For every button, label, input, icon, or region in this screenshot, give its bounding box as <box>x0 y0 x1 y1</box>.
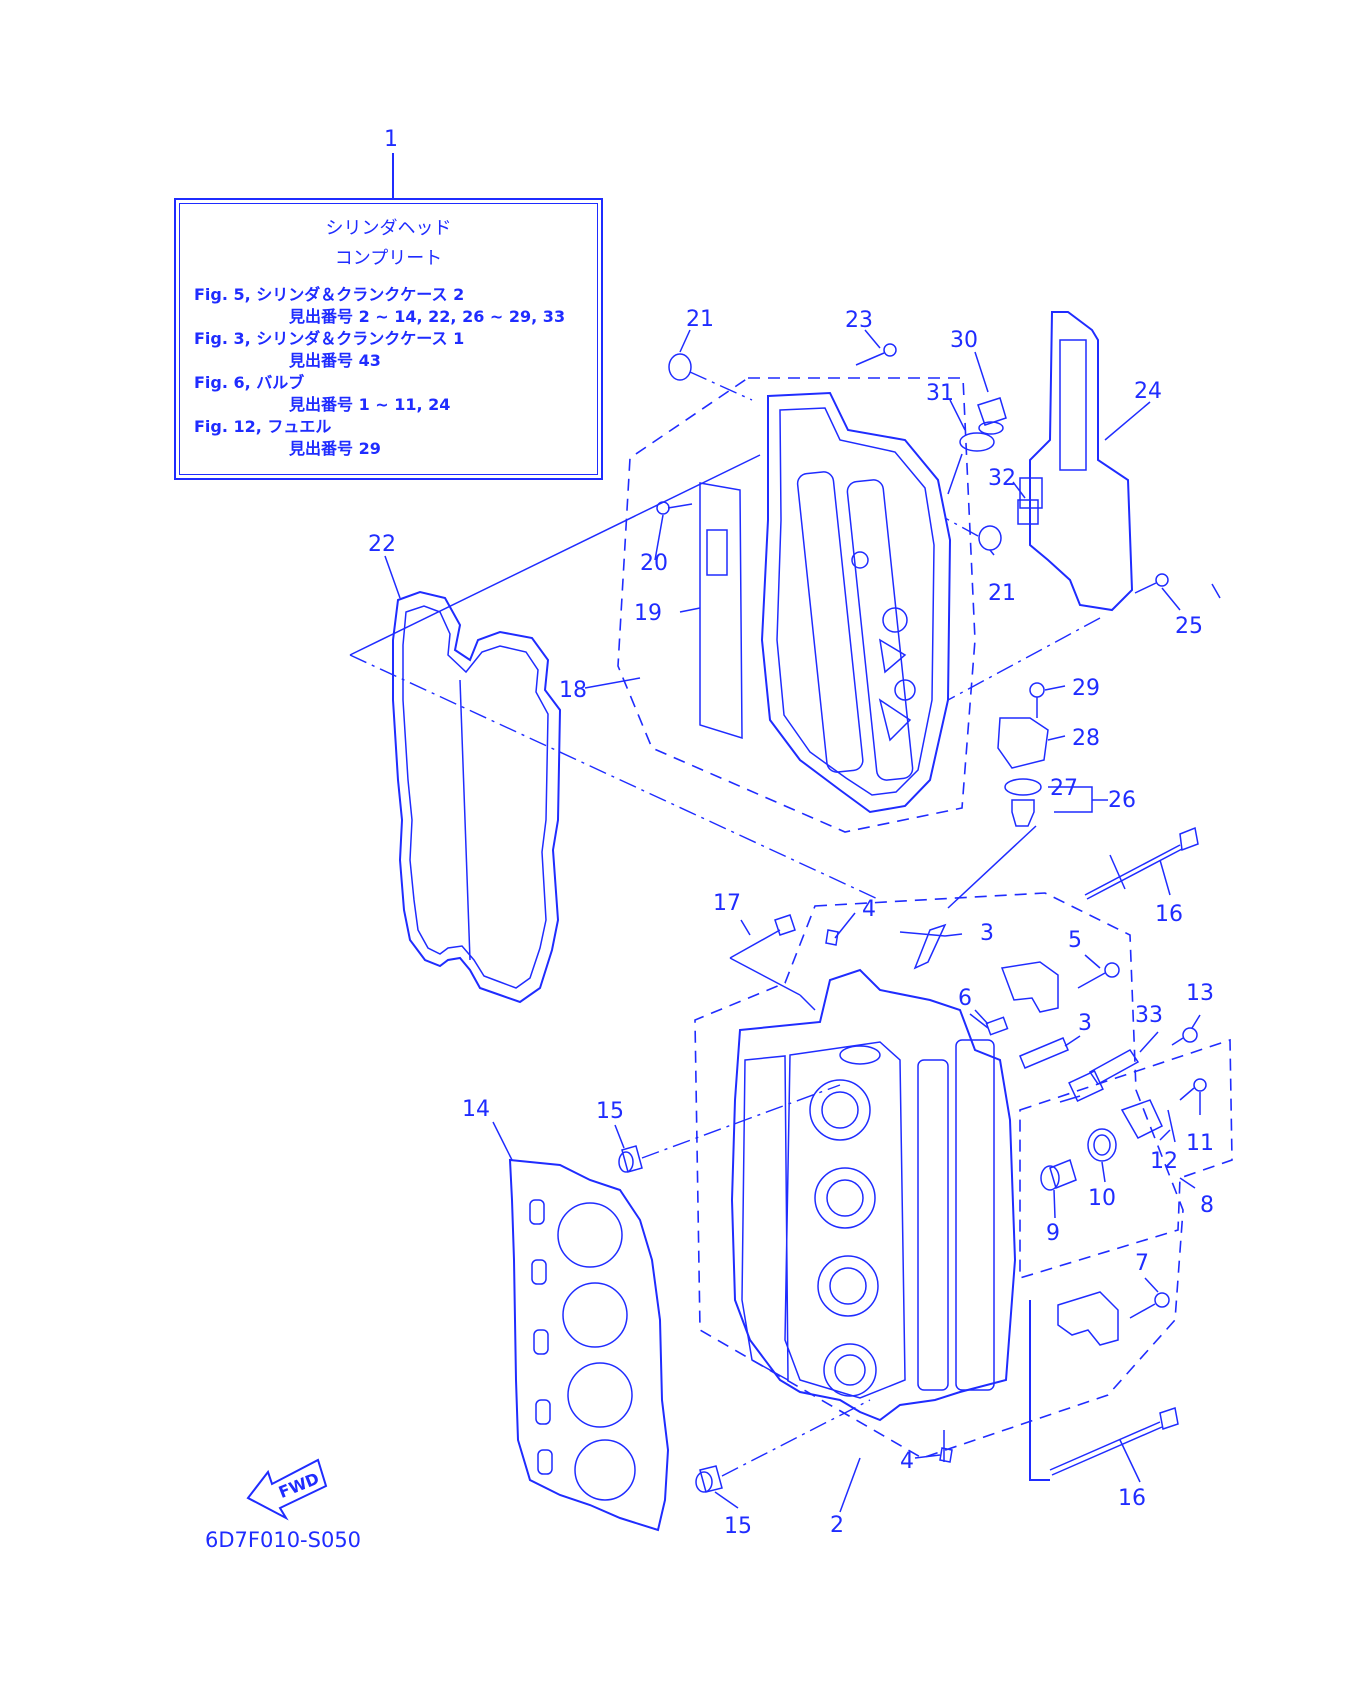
callout-24: 24 <box>1134 379 1162 404</box>
info-box-title-line1: シリンダヘッド <box>325 218 452 239</box>
nut-4-bottom <box>939 1430 953 1463</box>
callout-21: 21 <box>988 581 1016 606</box>
dowel-15-upper <box>618 1084 841 1173</box>
callout-16: 16 <box>1155 902 1183 927</box>
callout-3: 3 <box>980 921 994 946</box>
callout-15: 15 <box>596 1099 624 1124</box>
grommet-21-right <box>944 517 1002 551</box>
ref-fig: Fig. 3, シリンダ＆クランクケース 1 <box>194 329 465 348</box>
ref-items: 見出番号 29 <box>289 439 381 458</box>
cylinder-head <box>730 968 1017 1422</box>
sensor-9 <box>1040 1158 1077 1191</box>
callout-17: 17 <box>713 891 741 916</box>
callout-4: 4 <box>900 1449 914 1474</box>
callout-8: 8 <box>1200 1193 1214 1218</box>
long-bolt-16-top <box>1084 826 1199 900</box>
cover-plate <box>699 482 743 740</box>
alignment-line <box>947 617 1101 701</box>
bolt-23 <box>855 343 897 366</box>
callout-labels: 1 2 3 3 4 4 5 6 7 8 9 10 11 12 13 14 15 … <box>368 127 1214 1539</box>
grommet-10 <box>1087 1128 1117 1162</box>
ref-fig: Fig. 5, シリンダ＆クランクケース 2 <box>194 285 465 304</box>
callout-6: 6 <box>958 986 972 1011</box>
bracket-32 <box>1017 499 1039 525</box>
bracket-clamp-upper <box>1000 961 1059 1013</box>
callout-12: 12 <box>1150 1149 1178 1174</box>
callout-22: 22 <box>368 532 396 557</box>
bolt-17 <box>729 914 816 1011</box>
sensor-group-8-outline <box>1019 1038 1233 1280</box>
bolt-5 <box>1077 962 1120 989</box>
callout-11: 11 <box>1186 1131 1214 1156</box>
callout-10: 10 <box>1088 1186 1116 1211</box>
ref-items: 見出番号 43 <box>289 351 381 370</box>
callout-16: 16 <box>1118 1486 1146 1511</box>
info-box-title-line2: コンプリート <box>334 248 443 269</box>
nut-4-top <box>825 912 856 946</box>
callout-26: 26 <box>1108 788 1136 813</box>
bracket-clamp-lower <box>1057 1291 1119 1346</box>
bolt-25 <box>1134 573 1169 594</box>
callout-21: 21 <box>686 307 714 332</box>
callout-3: 3 <box>1078 1011 1092 1036</box>
pin-6 <box>969 1013 1009 1036</box>
fwd-arrow-icon: FWD <box>246 1458 328 1521</box>
callout-2: 2 <box>830 1513 844 1538</box>
ref-items: 見出番号 1 ~ 11, 24 <box>289 395 451 414</box>
drawing-code: 6D7F010-S050 <box>205 1528 362 1552</box>
reference-info-box: シリンダヘッド コンプリート Fig. 5, シリンダ＆クランクケース 2 見出… <box>174 198 603 480</box>
spark-plug-33 <box>1059 1049 1140 1103</box>
alignment-line <box>349 454 761 656</box>
callout-32: 32 <box>988 466 1016 491</box>
callout-19: 19 <box>634 601 662 626</box>
callout-27: 27 <box>1050 776 1078 801</box>
callout-23: 23 <box>845 308 873 333</box>
head-cover-gasket-22 <box>392 590 562 1004</box>
callout-5: 5 <box>1068 928 1082 953</box>
callout-28: 28 <box>1072 726 1100 751</box>
side-cover-24 <box>1019 311 1134 612</box>
cylinder-head-assembly-outline <box>694 892 1184 1459</box>
callout-30: 30 <box>950 328 978 353</box>
ref-fig: Fig. 12, フュエル <box>194 417 332 436</box>
o-ring-31 <box>947 432 995 495</box>
bolt-13 <box>1171 1027 1198 1046</box>
alignment-line <box>349 654 881 901</box>
bolt-20 <box>656 501 693 515</box>
callout-25: 25 <box>1175 614 1203 639</box>
bolt-7 <box>1129 1292 1170 1319</box>
dowel-15-lower <box>695 1399 871 1493</box>
callout-29: 29 <box>1072 676 1100 701</box>
cover-assembly-outline <box>617 377 976 833</box>
head-gasket-14 <box>508 1158 670 1532</box>
callout-13: 13 <box>1186 981 1214 1006</box>
leader-lines <box>384 329 1221 1513</box>
cylinder-head-cover <box>760 391 952 814</box>
callout-20: 20 <box>640 551 668 576</box>
grommet-21-top <box>668 353 753 401</box>
callout-7: 7 <box>1135 1251 1149 1276</box>
sensor-assembly <box>947 682 1108 909</box>
callout-4: 4 <box>862 897 876 922</box>
callout-1: 1 <box>384 127 398 152</box>
oil-filler-cap-30 <box>977 397 1007 435</box>
long-bolt-16-bottom <box>1029 1300 1179 1481</box>
ref-items: 見出番号 2 ~ 14, 22, 26 ~ 29, 33 <box>289 307 566 326</box>
sensor-12 <box>1120 1099 1176 1143</box>
callout-31: 31 <box>926 381 954 406</box>
callout-9: 9 <box>1046 1221 1060 1246</box>
fwd-label: FWD <box>276 1469 322 1502</box>
dowel-pin-3-top <box>913 923 963 970</box>
callout-33: 33 <box>1135 1003 1163 1028</box>
reference-list: Fig. 5, シリンダ＆クランクケース 2 見出番号 2 ~ 14, 22, … <box>194 284 601 460</box>
dowel-pin-3-mid <box>1019 1037 1069 1069</box>
bolt-11 <box>1179 1078 1207 1101</box>
callout-14: 14 <box>462 1097 490 1122</box>
ref-fig: Fig. 6, バルブ <box>194 373 305 392</box>
callout-18: 18 <box>559 678 587 703</box>
callout-15: 15 <box>724 1514 752 1539</box>
